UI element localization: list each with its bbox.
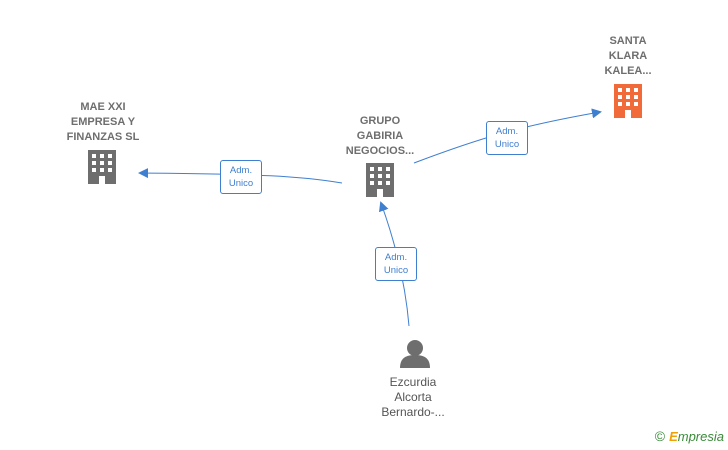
brand-logo-e: E (669, 429, 678, 444)
node-label-mae[interactable]: MAE XXI EMPRESA Y FINANZAS SL (66, 101, 140, 143)
edge-badge-line2: Unico (383, 265, 409, 276)
node-label-person[interactable]: Ezcurdia Alcorta Bernardo-... (381, 375, 445, 419)
edge-badge-gabiria-santa: Adm. Unico (486, 121, 528, 155)
edge-badge-line2: Unico (494, 139, 520, 150)
edge-badge-line1: Adm. (495, 126, 519, 137)
node-label-santa[interactable]: SANTA KLARA KALEA... (604, 35, 652, 77)
edge-badge-person-gabiria: Adm. Unico (375, 247, 417, 281)
person-icon[interactable] (400, 340, 430, 368)
copyright-icon: © (654, 428, 666, 444)
building-icon[interactable] (366, 163, 394, 197)
footer-brand: ©Empresia (655, 428, 724, 444)
edge-badge-gabiria-mae: Adm. Unico (220, 160, 262, 194)
edge-badge-line1: Adm. (384, 252, 408, 263)
edge-badge-line2: Unico (228, 178, 254, 189)
edge-badge-line1: Adm. (229, 165, 253, 176)
node-label-gabiria[interactable]: GRUPO GABIRIA NEGOCIOS... (345, 115, 415, 157)
brand-logo-text: mpresia (677, 429, 724, 444)
edge-gabiria-to-mae (138, 168, 343, 184)
building-icon[interactable] (614, 84, 642, 118)
building-icon[interactable] (88, 150, 116, 184)
